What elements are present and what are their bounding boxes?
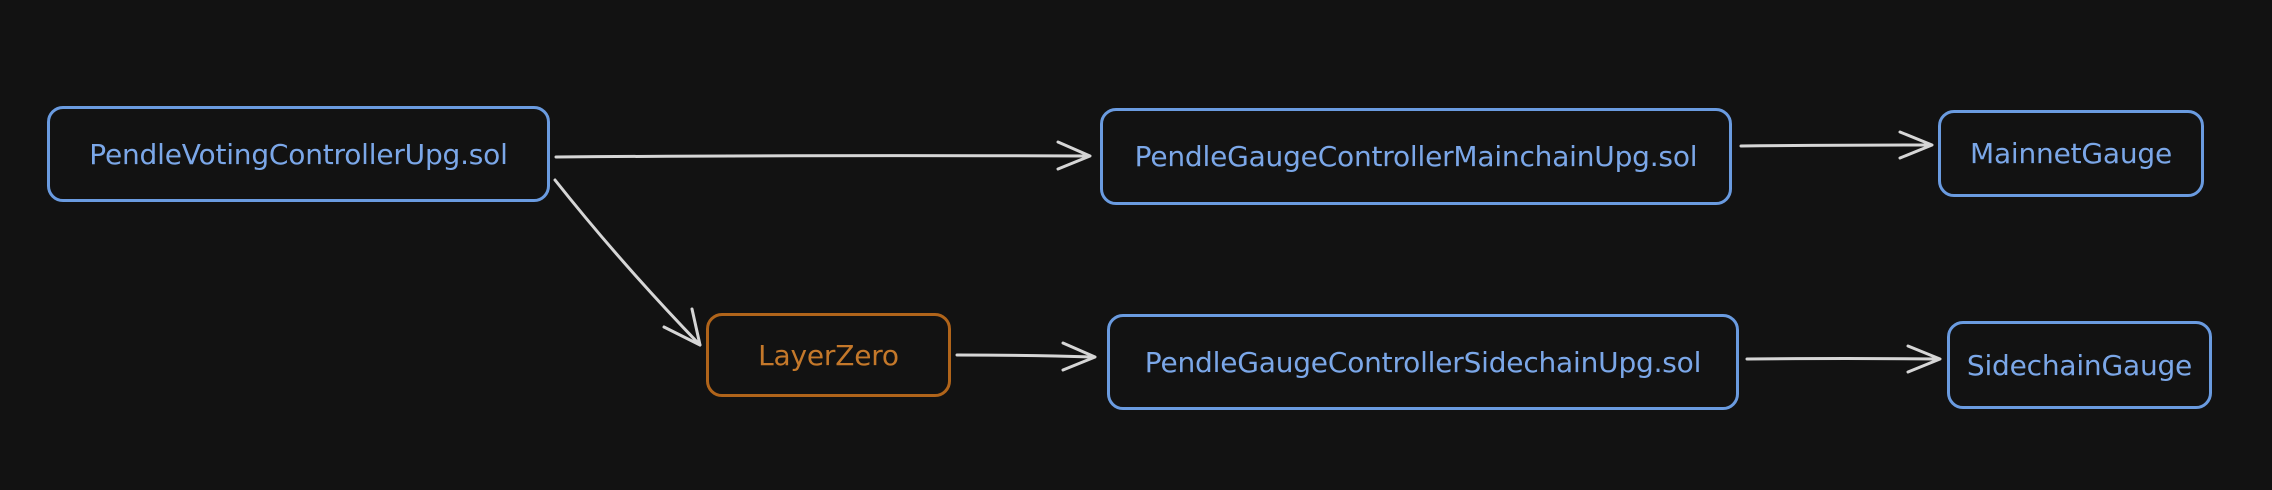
edge-layerzero-to-sidechain xyxy=(955,341,1097,372)
node-sidechain-gauge: SidechainGauge xyxy=(1947,321,2212,409)
node-voting-controller-label: PendleVotingControllerUpg.sol xyxy=(89,137,508,171)
node-layerzero: LayerZero xyxy=(706,313,951,397)
edge-voting-to-mainchain xyxy=(554,140,1092,171)
node-mainnet-gauge: MainnetGauge xyxy=(1938,110,2204,197)
node-sidechain-controller: PendleGaugeControllerSidechainUpg.sol xyxy=(1107,314,1739,410)
node-sidechain-gauge-label: SidechainGauge xyxy=(1966,348,2193,382)
node-sidechain-controller-label: PendleGaugeControllerSidechainUpg.sol xyxy=(1144,345,1702,379)
node-voting-controller: PendleVotingControllerUpg.sol xyxy=(47,106,550,202)
node-mainnet-gauge-label: MainnetGauge xyxy=(1970,137,2172,170)
edge-sidechain-to-gauge xyxy=(1745,344,1942,374)
node-mainchain-controller-label: PendleGaugeControllerMainchainUpg.sol xyxy=(1134,140,1698,173)
edge-mainchain-to-mainnet xyxy=(1739,130,1934,160)
edge-voting-to-layerzero xyxy=(553,178,702,347)
node-layerzero-label: LayerZero xyxy=(758,338,899,372)
node-mainchain-controller: PendleGaugeControllerMainchainUpg.sol xyxy=(1100,108,1732,205)
